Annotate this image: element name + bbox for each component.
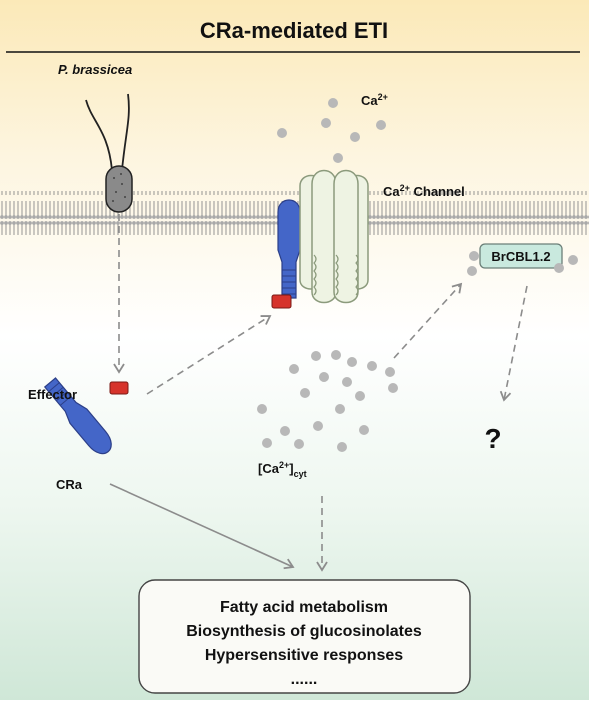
- cra-receptor-cytoplasm: [43, 377, 112, 455]
- calcium-ion-label: Ca2+: [361, 92, 388, 108]
- pathogen-label: P. brassicea: [58, 62, 132, 77]
- unknown-mark: ?: [484, 423, 501, 454]
- brcbl-calcium-ions: [467, 251, 578, 276]
- arrow-effector-to-membrane-cra: [146, 315, 272, 395]
- diagram-title: CRa-mediated ETI: [200, 18, 388, 43]
- outcome-line: ......: [291, 671, 318, 688]
- pathogen-flagellum-left: [85, 99, 113, 171]
- brcbl-box: [479, 243, 563, 269]
- calcium-channel: [299, 169, 369, 304]
- cytosolic-calcium-ions: [257, 350, 398, 452]
- arrow-cytosol-to-brcbl: [393, 282, 463, 359]
- pathogen-cell: [105, 165, 133, 213]
- calcium-channel-label: Ca2+ Channel: [383, 183, 465, 199]
- arrow-brcbl-to-unknown: [499, 285, 528, 402]
- extracellular-calcium-ions: [277, 98, 386, 163]
- effector-bound-membrane: [271, 294, 292, 309]
- cytosolic-calcium-label: [Ca2+]cyt: [258, 460, 307, 479]
- outcome-line: Fatty acid metabolism: [220, 599, 388, 616]
- outcome-line: Biosynthesis of glucosinolates: [186, 623, 422, 640]
- pathogen-flagellum-right: [121, 93, 130, 171]
- arrow-cra-to-outcomes: [109, 483, 295, 570]
- effector-protein: [109, 381, 129, 395]
- outcome-box: [138, 579, 471, 694]
- cra-label: CRa: [56, 477, 83, 492]
- effector-label: Effector: [28, 387, 77, 402]
- brcbl-label: BrCBL1.2: [491, 249, 550, 264]
- outcome-line: Hypersensitive responses: [205, 647, 403, 664]
